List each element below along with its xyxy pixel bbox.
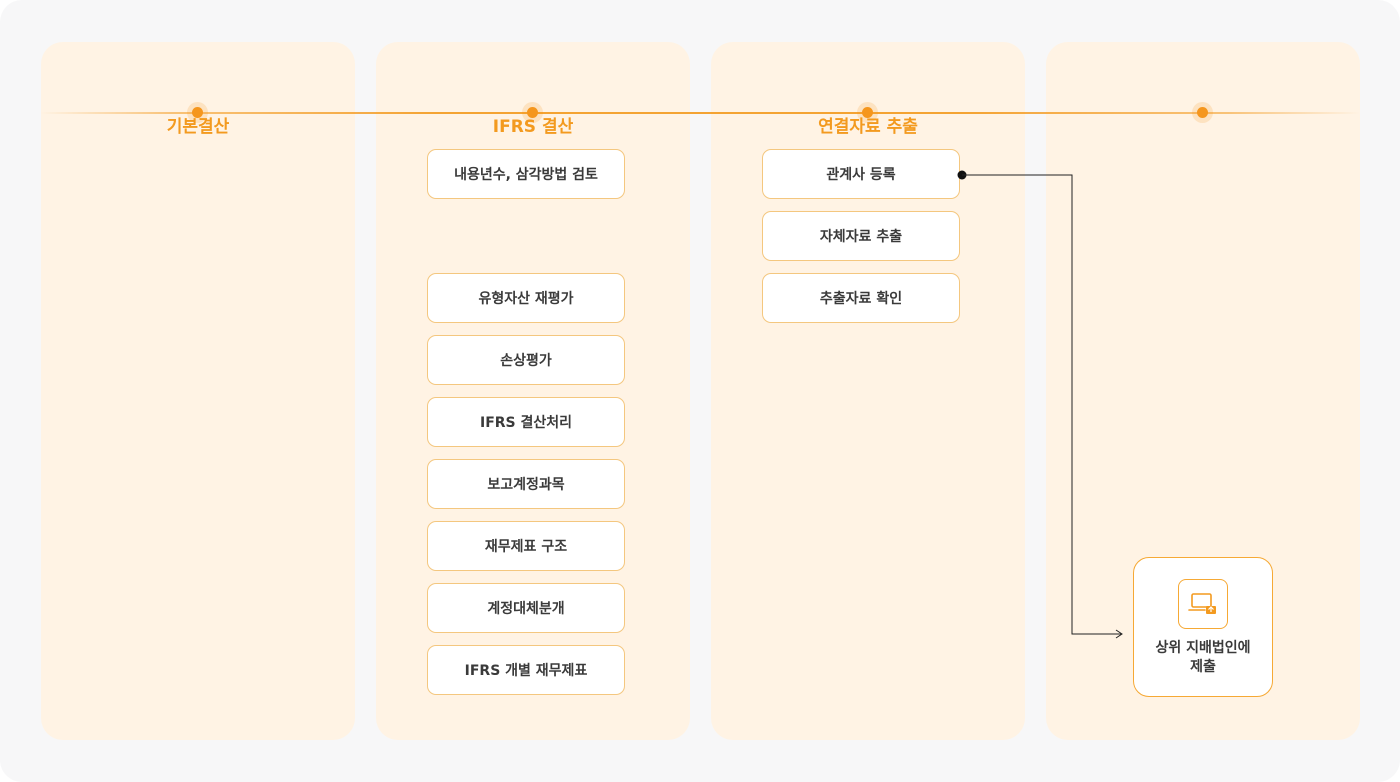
step-box: 내용년수, 삼각방법 검토 [427, 149, 625, 199]
step-box: 보고계정과목 [427, 459, 625, 509]
step-box: 계정대체분개 [427, 583, 625, 633]
stage-column-basic: 기본결산 [41, 42, 355, 740]
timeline-line [40, 112, 1360, 114]
step-box: IFRS 결산처리 [427, 397, 625, 447]
stage-column-ifrs: IFRS 결산 [376, 42, 690, 740]
stage-title: IFRS 결산 [492, 117, 574, 137]
step-box: 재무제표 구조 [427, 521, 625, 571]
step-box: 관계사 등록 [762, 149, 960, 199]
step-box: 손상평가 [427, 335, 625, 385]
final-step-box: 상위 지배법인에 제출 [1133, 557, 1273, 697]
timeline-dot [527, 107, 538, 118]
timeline-dot [192, 107, 203, 118]
laptop-upload-icon [1178, 579, 1228, 629]
timeline-dot [1197, 107, 1208, 118]
final-step-label-line: 제출 [1190, 659, 1216, 675]
timeline-dot [862, 107, 873, 118]
step-box: 유형자산 재평가 [427, 273, 625, 323]
stage-title: 기본결산 [166, 117, 230, 137]
laptop-upload-icon-glyph [1188, 593, 1216, 614]
step-box: 자체자료 추출 [762, 211, 960, 261]
final-step-label: 상위 지배법인에 제출 [1138, 639, 1268, 677]
step-box: IFRS 개별 재무제표 [427, 645, 625, 695]
stage-column-extract: 연결자료 추출 [711, 42, 1025, 740]
stage-title: 연결자료 추출 [818, 117, 918, 137]
step-box: 추출자료 확인 [762, 273, 960, 323]
final-step-label-line: 상위 지배법인에 [1155, 640, 1251, 656]
